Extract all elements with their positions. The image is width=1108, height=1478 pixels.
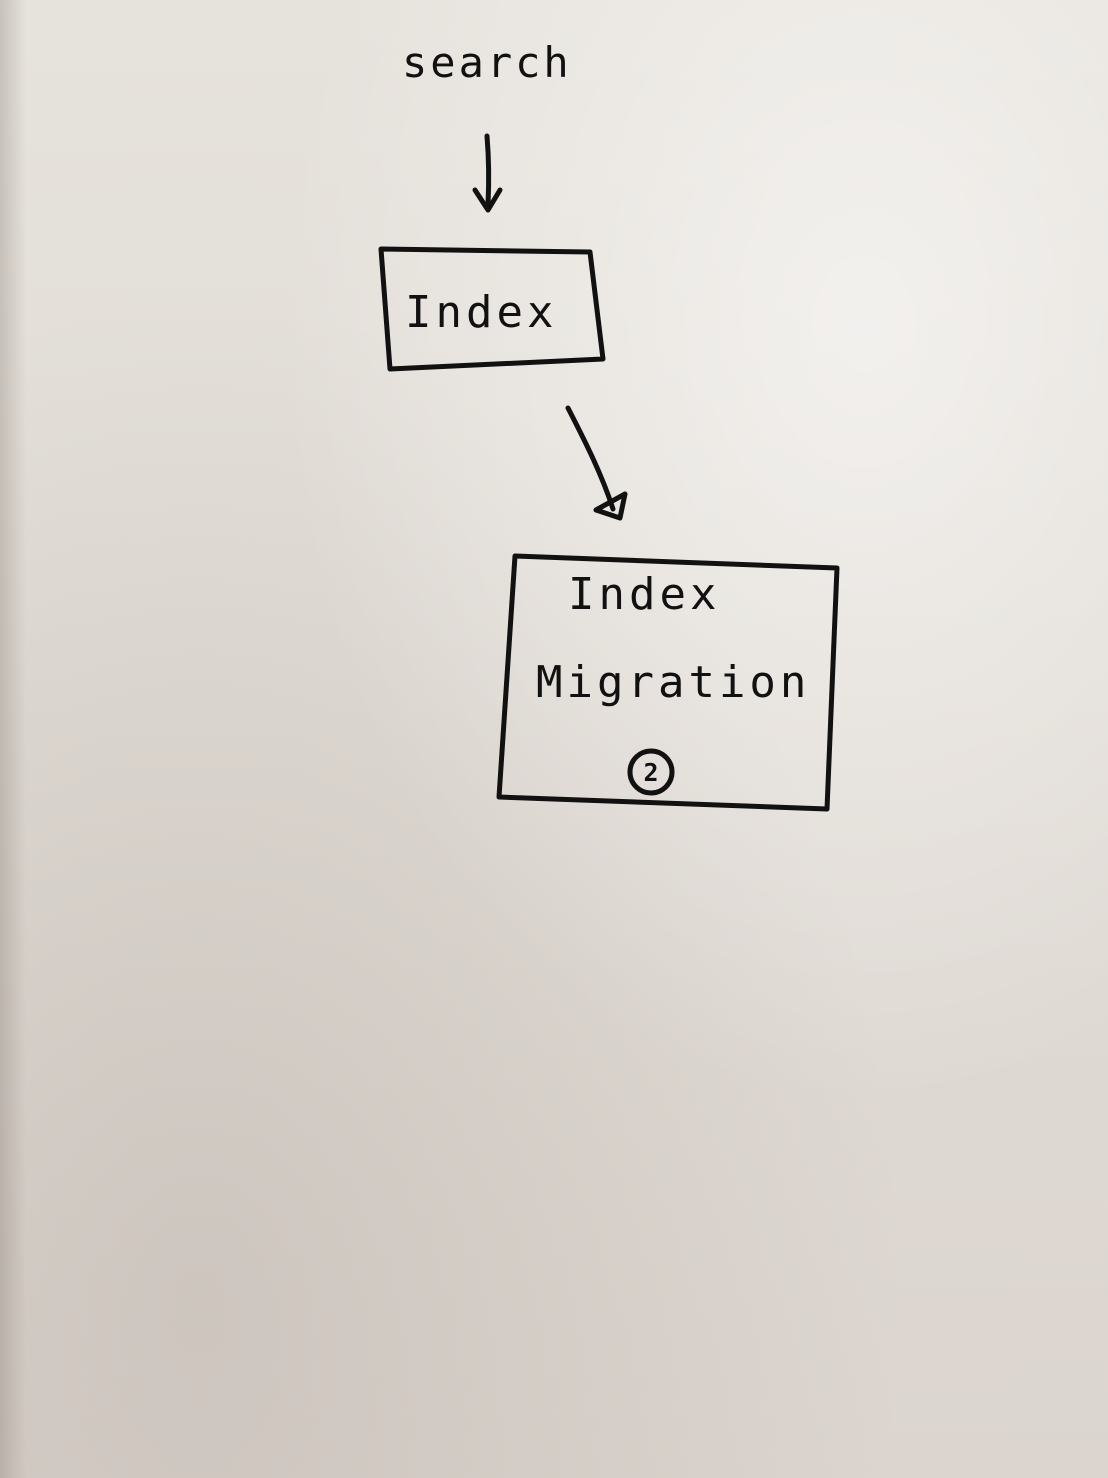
index-migration-node[interactable]: Index Migration 2: [496, 553, 840, 812]
index-node[interactable]: Index: [378, 246, 606, 372]
index-migration-node-line1: Index: [568, 569, 720, 620]
index-node-label: Index: [405, 287, 557, 338]
search-label: search: [402, 38, 572, 87]
index-migration-badge: 2: [643, 758, 658, 787]
paper-shadow-edge: [0, 0, 26, 1478]
search-to-index-arrow: [472, 133, 503, 213]
index-to-migration-arrow: [565, 405, 628, 521]
badge-circle-icon: [627, 748, 675, 796]
index-migration-node-line2: Migration: [536, 657, 810, 708]
